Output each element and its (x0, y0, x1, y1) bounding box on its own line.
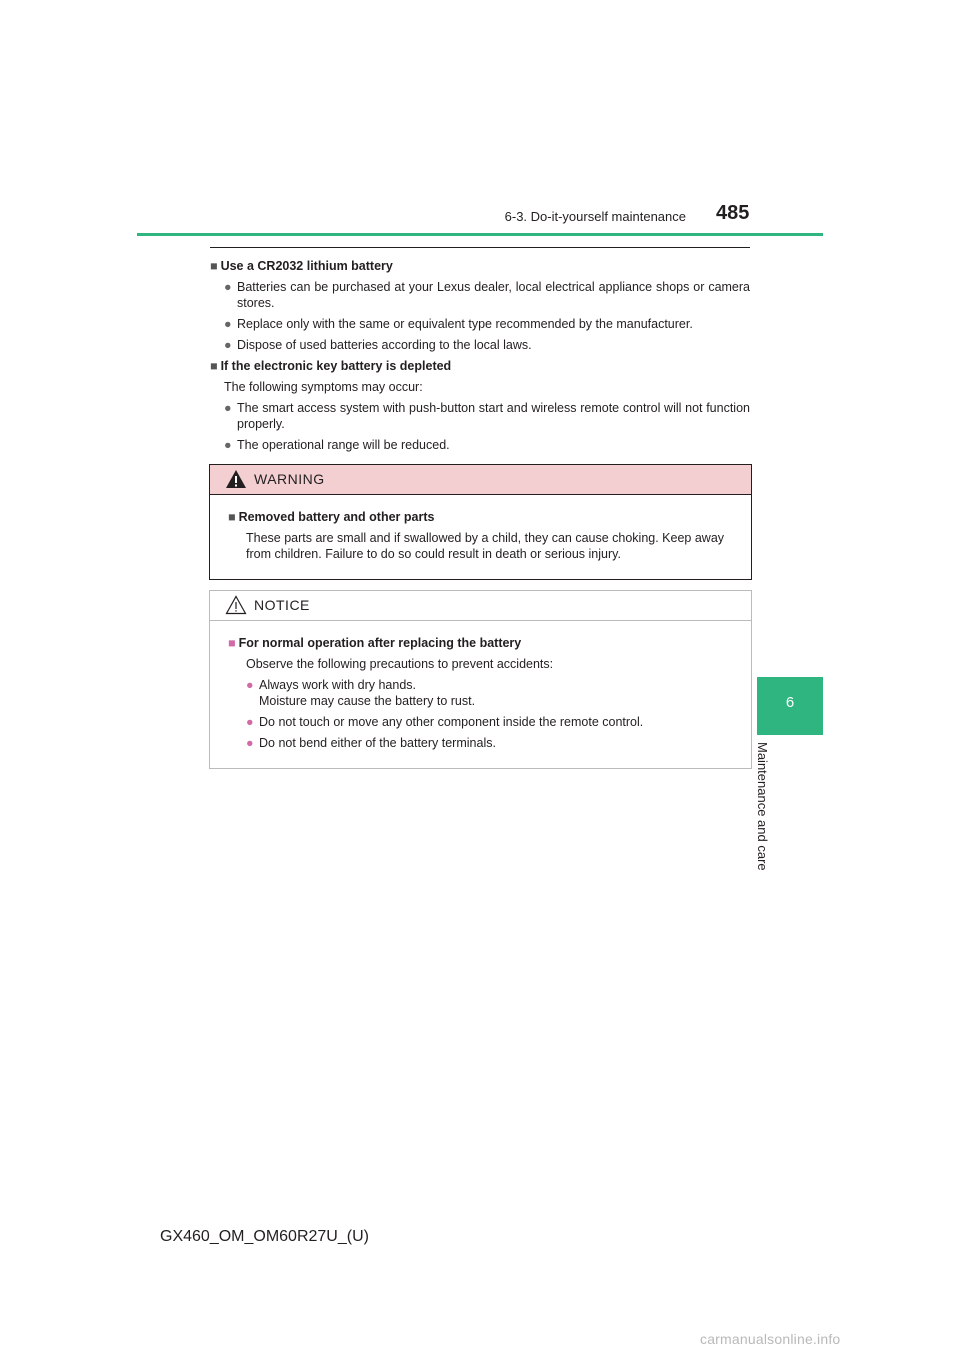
section-heading: ■If the electronic key battery is deplet… (210, 359, 452, 373)
content-rule (210, 247, 750, 248)
section-heading: ■Use a CR2032 lithium battery (210, 259, 393, 273)
warning-header: WARNING (210, 465, 751, 495)
list-item: ●Batteries can be purchased at your Lexu… (224, 280, 750, 310)
notice-intro: Observe the following precautions to pre… (246, 657, 554, 671)
square-bullet-icon: ■ (210, 259, 218, 273)
warning-text: These parts are small and if swallowed b… (246, 531, 725, 561)
page-number: 485 (716, 202, 750, 224)
notice-box: NOTICE ■For normal operation after repla… (209, 590, 752, 769)
warning-triangle-icon (226, 470, 246, 488)
circle-bullet-icon: ● (224, 280, 232, 294)
list-item: ●Always work with dry hands.Moisture may… (246, 678, 476, 708)
chapter-label-text: Maintenance and care (755, 742, 770, 871)
section-intro: The following symptoms may occur: (224, 380, 423, 394)
square-bullet-icon: ■ (210, 359, 218, 373)
list-item: ●Do not touch or move any other componen… (246, 715, 644, 729)
main-content: ■Use a CR2032 lithium battery ●Batteries… (210, 247, 750, 458)
notice-header: NOTICE (210, 591, 751, 621)
notice-triangle-icon (225, 595, 247, 615)
square-bullet-icon: ■ (228, 636, 236, 650)
circle-bullet-icon: ● (246, 678, 254, 692)
warning-title: WARNING (254, 471, 325, 487)
notice-heading: ■For normal operation after replacing th… (228, 636, 522, 650)
manual-code: GX460_OM_OM60R27U_(U) (160, 1228, 369, 1245)
warning-box: WARNING ■Removed battery and other parts… (209, 464, 752, 580)
circle-bullet-icon: ● (224, 401, 232, 415)
circle-bullet-icon: ● (246, 715, 254, 729)
circle-bullet-icon: ● (224, 317, 232, 331)
section-title: 6-3. Do-it-yourself maintenance (504, 209, 686, 224)
circle-bullet-icon: ● (246, 736, 254, 750)
notice-title: NOTICE (254, 597, 310, 613)
list-item: ●Do not bend either of the battery termi… (246, 736, 496, 750)
list-item: ●Replace only with the same or equivalen… (224, 317, 693, 331)
list-item: ●Dispose of used batteries according to … (224, 338, 532, 352)
warning-heading: ■Removed battery and other parts (228, 510, 435, 524)
list-item: ●The smart access system with push-butto… (224, 401, 750, 431)
circle-bullet-icon: ● (224, 438, 232, 452)
watermark: carmanualsonline.info (700, 1331, 841, 1347)
square-bullet-icon: ■ (228, 510, 236, 524)
chapter-tab: 6 (757, 677, 823, 735)
list-item: ●The operational range will be reduced. (224, 438, 450, 452)
header-rule (137, 233, 823, 236)
circle-bullet-icon: ● (224, 338, 232, 352)
